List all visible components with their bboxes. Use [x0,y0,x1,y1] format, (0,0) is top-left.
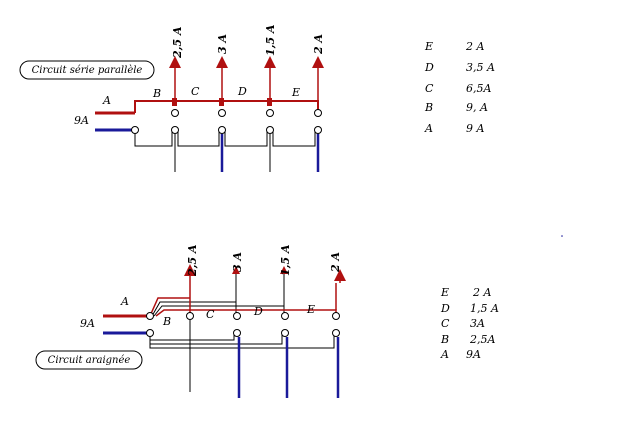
branch-current-2: 3 A [216,34,229,54]
spider-line-2 [151,301,237,317]
neutral-return [149,333,283,345]
diagram-series-parallel: Circuit série parallèle 9A A B C D E 2,5… [19,24,495,172]
neutral-return [272,130,316,147]
branch-current-1: 2,5 A [186,244,199,277]
segment-label-e: E [306,303,315,316]
table-seg: B [440,333,449,346]
branch-current-3: 1,5 A [279,244,292,276]
table-seg: A [440,348,449,361]
neutral-return [224,130,268,147]
current-table-1: E 2 A D 3,5 A C 6,5A B 9, A A 9 A [424,40,495,135]
terminal [218,126,226,134]
diagram-spider: 9A A B C D E 2,5 A 3 A 1,5 A 2 A [35,244,499,398]
terminal [146,312,154,320]
table-val: 2 A [472,286,491,299]
terminal [332,329,340,337]
table-val: 2 A [465,40,484,53]
table-val: 9A [466,348,481,361]
branch-tap [219,98,224,106]
current-table-2: E 2 A D 1,5 A C 3A B 2,5A A 9A [440,286,499,361]
branch-current-4: 2 A [312,34,325,55]
terminal [266,126,274,134]
branch-tap [172,98,177,106]
table-seg: D [440,302,450,315]
terminal [332,312,340,320]
terminal [218,109,226,117]
branch-current-1: 2,5 A [171,26,184,59]
segment-label-c: C [206,308,215,321]
table-val: 2,5A [469,333,495,346]
terminal [171,126,179,134]
table-seg: C [441,317,450,330]
branch-current-2: 3 A [231,252,244,272]
segment-label-a: A [120,295,129,308]
table-val: 6,5A [466,82,491,95]
table-val: 9, A [466,101,488,114]
terminal [266,109,274,117]
terminal [314,126,322,134]
segment-label-d: D [237,85,247,98]
input-current-label: 9A [80,317,95,330]
segment-label-d: D [253,305,263,318]
input-current-label: 9A [74,114,89,127]
main-bus [134,100,319,113]
stray-dot [561,235,563,237]
terminal [281,329,289,337]
neutral-return [149,333,235,341]
title-box [19,60,155,80]
table-seg: E [424,40,433,53]
terminal [131,126,139,134]
diagram-title: Circuit araignée [48,355,131,366]
table-val: 3A [470,317,485,330]
segment-label-b: B [152,87,161,100]
terminal [314,109,322,117]
table-val: 9 A [466,122,484,135]
table-seg: A [424,122,433,135]
neutral-return [177,130,220,147]
branch-tap [267,98,272,106]
table-seg: E [440,286,449,299]
spider-line-3 [153,305,285,317]
diagram-title: Circuit série parallèle [32,65,143,76]
table-val: 3,5 A [466,61,495,74]
table-val: 1,5 A [470,302,499,315]
branch-current-3: 1,5 A [264,24,277,56]
table-seg: D [424,61,434,74]
spider-line-1 [149,297,190,317]
terminal [171,109,179,117]
branch-current-4: 2 A [329,252,342,273]
segment-label-e: E [291,86,300,99]
terminal [186,312,194,320]
terminal [233,329,241,337]
segment-label-a: A [102,94,111,107]
terminal [281,312,289,320]
terminal [233,312,241,320]
segment-label-c: C [191,85,200,98]
table-seg: C [425,82,434,95]
title-box [35,350,143,370]
table-seg: B [424,101,433,114]
segment-label-b: B [162,315,171,328]
neutral-return [134,130,173,147]
terminal [146,329,154,337]
